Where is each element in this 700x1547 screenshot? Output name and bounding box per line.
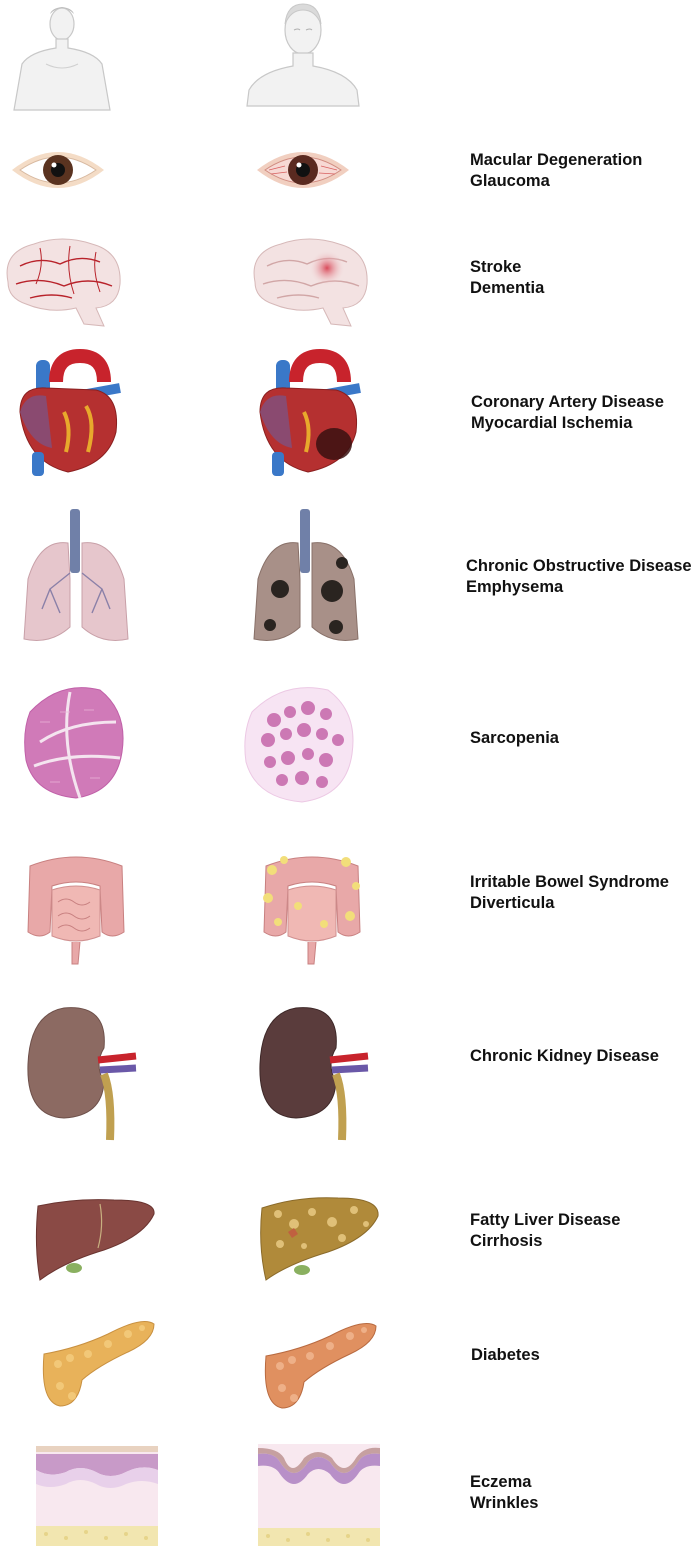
row-heart: Coronary Artery Disease Myocardial Ische… [0,348,700,478]
diseased-lungs-illustration [250,509,362,645]
label-line: Sarcopenia [470,729,559,747]
row-pancreas: Diabetes [0,1312,700,1412]
healthy-muscle-tissue-illustration [20,682,128,802]
muscle-conditions-label: Sarcopenia [470,728,559,749]
label-line: Wrinkles [470,1494,539,1512]
young-body-illustration [10,2,114,114]
lung-conditions-label: Chronic Obstructive Disease Emphysema [466,556,692,598]
diseased-heart-illustration [256,348,368,476]
liver-conditions-label: Fatty Liver Disease Cirrhosis [470,1210,620,1252]
eye-conditions-label: Macular Degeneration Glaucoma [470,150,642,192]
label-line: Chronic Obstructive Disease [466,557,692,575]
heart-conditions-label: Coronary Artery Disease Myocardial Ische… [471,392,664,434]
label-line: Coronary Artery Disease [471,393,664,411]
healthy-intestine-illustration [22,846,130,966]
diseased-brain-illustration [247,236,371,330]
healthy-kidney-illustration [24,1004,137,1144]
aged-body-illustration [245,0,361,110]
label-line: Chronic Kidney Disease [470,1047,659,1065]
label-line: Macular Degeneration [470,151,643,169]
row-kidney: Chronic Kidney Disease [0,1000,700,1150]
label-line: Stroke [470,258,522,276]
diseased-pancreas-illustration [260,1316,378,1412]
row-body [0,0,700,115]
label-line: Glaucoma [470,172,550,190]
label-line: Diabetes [471,1346,540,1364]
healthy-heart-illustration [16,348,128,476]
row-liver: Fatty Liver Disease Cirrhosis [0,1190,700,1290]
row-skin: Eczema Wrinkles [0,1440,700,1547]
row-brain: Stroke Dementia [0,232,700,332]
diseased-eye-illustration [255,142,351,198]
label-line: Eczema [470,1473,532,1491]
label-line: Fatty Liver Disease [470,1211,621,1229]
label-line: Dementia [470,279,545,297]
diseased-intestine-illustration [258,846,366,966]
pancreas-conditions-label: Diabetes [471,1345,540,1366]
label-line: Diverticula [470,894,555,912]
label-line: Irritable Bowel Syndrome [470,873,669,891]
healthy-lungs-illustration [20,509,132,645]
kidney-conditions-label: Chronic Kidney Disease [470,1046,659,1067]
brain-conditions-label: Stroke Dementia [470,257,544,299]
healthy-eye-illustration [10,142,106,198]
aged-skin-section-illustration [258,1444,380,1546]
label-line: Emphysema [466,578,564,596]
healthy-skin-section-illustration [36,1446,158,1546]
row-lungs: Chronic Obstructive Disease Emphysema [0,505,700,650]
row-intestine: Irritable Bowel Syndrome Diverticula [0,840,700,970]
diseased-liver-illustration [258,1194,382,1284]
intestine-conditions-label: Irritable Bowel Syndrome Diverticula [470,872,669,914]
healthy-brain-illustration [0,236,124,330]
label-line: Myocardial Ischemia [471,414,633,432]
row-muscle: Sarcopenia [0,678,700,808]
label-line: Cirrhosis [470,1232,543,1250]
row-eye: Macular Degeneration Glaucoma [0,130,700,210]
healthy-liver-illustration [34,1196,158,1282]
diseased-kidney-illustration [256,1004,369,1144]
diseased-muscle-tissue-illustration [240,682,360,806]
healthy-pancreas-illustration [38,1314,156,1410]
skin-conditions-label: Eczema Wrinkles [470,1472,538,1514]
